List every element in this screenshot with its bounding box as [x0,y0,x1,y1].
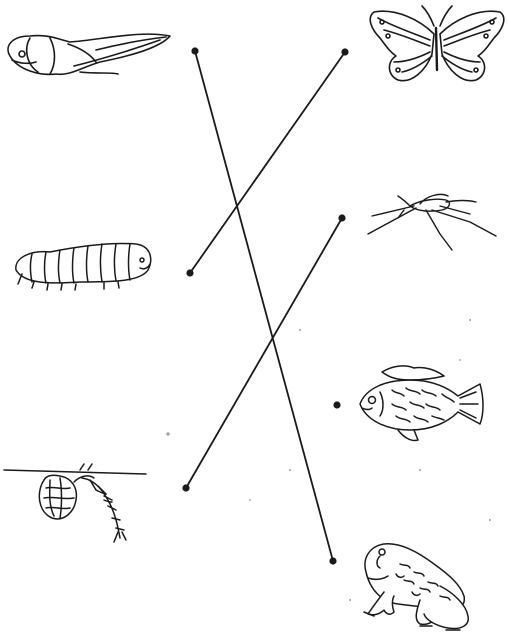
match-line-caterpillar-butterfly [190,52,345,273]
scan-noise [166,319,491,601]
match-line-tadpole-frog [195,51,333,561]
butterfly-icon [370,6,504,81]
mosquito-larva-icon [4,464,146,542]
match-line-larva-mosquito [186,218,342,488]
dot-fish[interactable] [333,401,340,408]
mosquito-icon [368,194,496,250]
frog-icon [364,544,468,630]
fish-icon [360,366,483,441]
caterpillar-icon [16,243,151,290]
tadpole-icon [8,34,170,74]
